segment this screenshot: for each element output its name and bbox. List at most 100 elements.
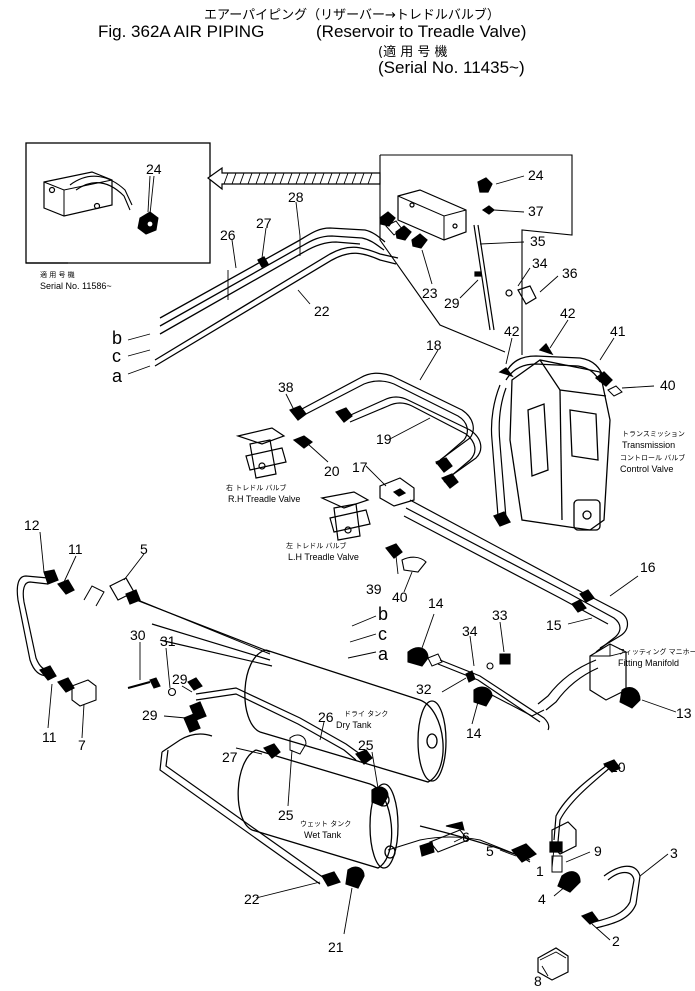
callout-39: 39 <box>366 581 382 597</box>
pipe-12-loop <box>16 569 271 707</box>
callout-12: 12 <box>24 517 40 533</box>
figure-subtitle: (Reservoir to Treadle Valve) <box>316 22 527 41</box>
callout-27-bottom: 27 <box>222 749 238 765</box>
letter-leaders-mid <box>347 615 377 659</box>
misc-parts <box>127 647 550 857</box>
callout-25-right: 25 <box>358 737 374 753</box>
wet-tank-label: Wet Tank <box>304 830 342 840</box>
bottom-right-fittings <box>537 821 641 981</box>
callout-19: 19 <box>376 431 392 447</box>
upper-pipe-bundle <box>154 227 399 367</box>
callout-11-top: 11 <box>68 541 83 557</box>
lh-treadle-label-jp: 左 トレドル バルブ <box>286 541 346 550</box>
callout-42-left: 42 <box>504 323 520 339</box>
callout-40-mid: 40 <box>392 589 408 605</box>
callout-24-inset: 24 <box>146 161 162 177</box>
transmission-label: Transmission <box>622 440 675 450</box>
lh-treadle-label: L.H Treadle Valve <box>288 552 359 562</box>
callout-37: 37 <box>528 203 544 219</box>
pipe-letter-b-mid: b <box>378 604 388 624</box>
callout-14-top: 14 <box>428 595 444 611</box>
fitting-manifold-label-jp: フィッティング マニホールド <box>618 647 695 656</box>
pipe-letter-c-mid: c <box>378 624 387 644</box>
callout-34-top: 34 <box>532 255 548 271</box>
callout-17: 17 <box>352 459 368 475</box>
inset-serial-number: Serial No. 11586~ <box>40 281 112 291</box>
callout-34-mid: 34 <box>462 623 478 639</box>
callout-8: 8 <box>534 973 542 989</box>
callout-15: 15 <box>546 617 562 633</box>
callout-28: 28 <box>288 189 304 205</box>
callout-3: 3 <box>670 845 678 861</box>
pipe-letter-c-top: c <box>112 346 121 366</box>
lh-treadle-valve <box>320 491 427 573</box>
callout-26-top: 26 <box>220 227 236 243</box>
callout-24: 24 <box>528 167 544 183</box>
callout-31: 31 <box>160 633 176 649</box>
dry-tank-label: Dry Tank <box>336 720 372 730</box>
callout-leaders <box>39 175 677 977</box>
pipes-15-16 <box>403 499 629 653</box>
dry-tank <box>244 649 447 783</box>
callout-33: 33 <box>492 607 508 623</box>
callout-40-right: 40 <box>660 377 676 393</box>
control-valve-label: Control Valve <box>620 464 673 474</box>
callout-13: 13 <box>676 705 692 721</box>
callout-35: 35 <box>530 233 546 249</box>
callout-36: 36 <box>562 265 578 281</box>
dry-tank-label-jp: ドライ タンク <box>344 709 388 718</box>
callout-10: 10 <box>610 759 626 775</box>
callout-9: 9 <box>594 843 602 859</box>
callout-29-top: 29 <box>444 295 460 311</box>
callout-16: 16 <box>640 559 656 575</box>
callout-42-right: 42 <box>560 305 576 321</box>
callout-32: 32 <box>416 681 432 697</box>
pipes-18-19 <box>299 372 482 489</box>
mounting-plate <box>397 177 537 331</box>
callout-30: 30 <box>130 627 146 643</box>
transmission-label-jp: トランスミッション <box>622 430 685 438</box>
tank-pipes <box>125 595 537 889</box>
callout-14-bottom: 14 <box>466 725 482 741</box>
fitting-manifold-label: Fitting Manifold <box>618 658 679 668</box>
callout-29-bottom: 29 <box>142 707 158 723</box>
callout-25-left: 25 <box>278 807 294 823</box>
wet-tank <box>237 749 399 869</box>
callout-21: 21 <box>328 939 344 955</box>
pipe-letter-a-mid: a <box>378 644 389 664</box>
callout-18: 18 <box>426 337 442 353</box>
callout-20: 20 <box>324 463 340 479</box>
callout-1: 1 <box>536 863 544 879</box>
letter-leaders-top <box>127 333 151 375</box>
callout-4: 4 <box>538 891 546 907</box>
header-japanese: エアーパイピング（リザーバー→トレドルバルブ） <box>204 8 500 23</box>
pointer-arrow <box>206 166 381 191</box>
callout-29-mid: 29 <box>172 671 188 687</box>
callout-41: 41 <box>610 323 626 339</box>
callout-27-top: 27 <box>256 215 272 231</box>
inset-detail <box>25 142 211 264</box>
callout-7: 7 <box>78 737 86 753</box>
rh-treadle-label-jp: 右 トレドル バルブ <box>226 483 286 492</box>
top-fittings <box>379 211 428 249</box>
callout-38: 38 <box>278 379 294 395</box>
callout-22-bottom: 22 <box>244 891 260 907</box>
fitting-manifold <box>537 643 641 711</box>
callout-11-bottom: 11 <box>42 729 57 745</box>
serial-number: (Serial No. 11435~) <box>378 58 525 77</box>
pipe-letter-b-top: b <box>112 328 122 348</box>
transmission-control-valve <box>490 342 623 531</box>
inset-serial-japanese: 適 用 号 機 <box>40 270 75 279</box>
control-valve-label-jp: コントロール バルブ <box>620 453 685 462</box>
callout-5-top: 5 <box>140 541 148 557</box>
callout-6: 6 <box>462 829 470 845</box>
rh-treadle-label: R.H Treadle Valve <box>228 494 300 504</box>
rh-treadle-valve <box>235 405 313 479</box>
pipe-letter-a-top: a <box>112 366 123 386</box>
wet-tank-label-jp: ウェット タンク <box>300 819 351 828</box>
serial-japanese: (適 用 号 機 <box>378 45 448 60</box>
callout-26-bottom: 26 <box>318 709 334 725</box>
pipe-10 <box>549 759 621 873</box>
callout-22-top: 22 <box>314 303 330 319</box>
